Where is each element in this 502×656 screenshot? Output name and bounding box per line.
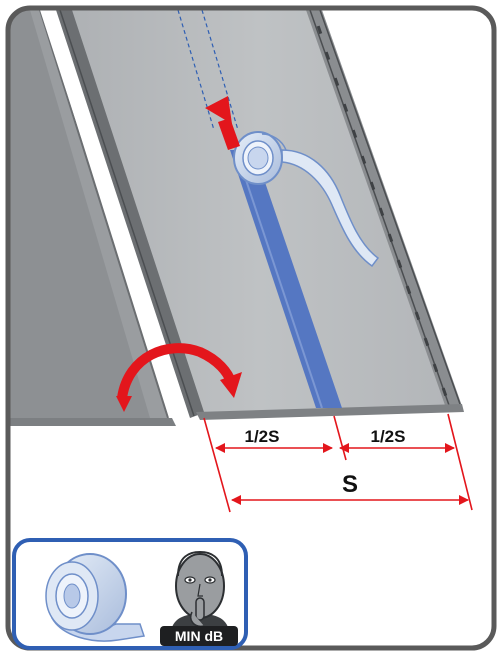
dim-total-label: S (342, 471, 358, 498)
legend-box: MIN dB (14, 540, 246, 648)
min-db-badge-label: MIN dB (175, 628, 223, 644)
dim-half-left-label: 1/2S (245, 427, 280, 446)
dim-half-right-label: 1/2S (371, 427, 406, 446)
